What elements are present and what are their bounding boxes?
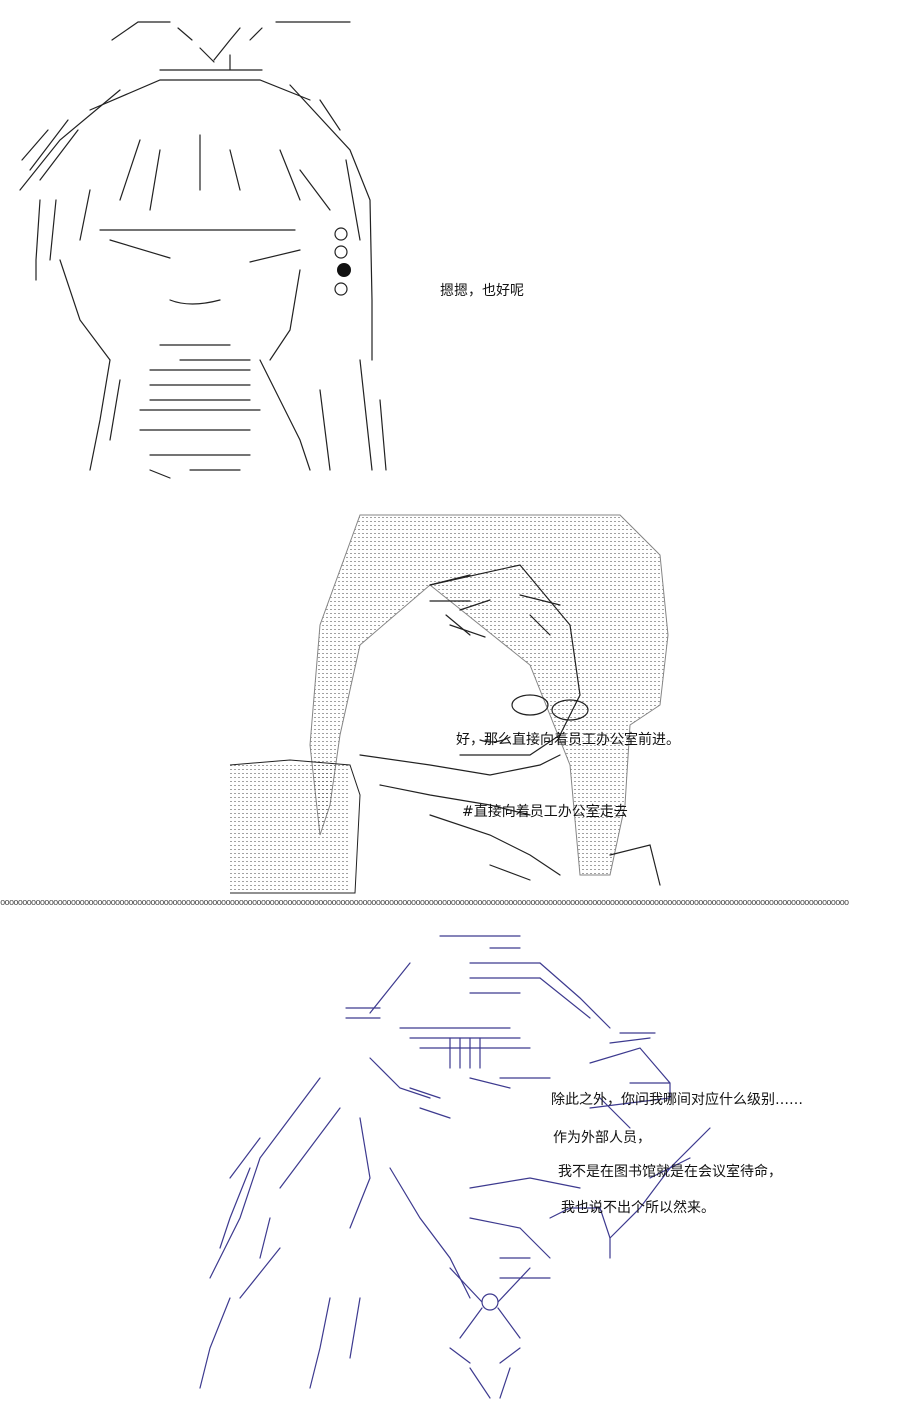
panel-separator: oooooooooooooooooooooooooooooooooooooooo… — [0, 898, 849, 908]
character-art-panel-2 — [229, 514, 669, 894]
panel-2: 好，那么直接向着员工办公室前进。 #直接向着员工办公室走去 — [0, 505, 900, 895]
dialogue-line: 除此之外，你问我哪间对应什么级别…… — [551, 1092, 803, 1108]
panel-1: 摁摁，也好呢 — [0, 0, 900, 490]
dialogue-line: 好，那么直接向着员工办公室前进。 — [456, 732, 680, 748]
character-art-panel-3 — [199, 935, 711, 1399]
dialogue-line: 我也说不出个所以然来。 — [561, 1200, 715, 1216]
character-art-panel-1 — [19, 21, 387, 479]
dialogue-line: 作为外部人员， — [553, 1130, 651, 1146]
action-note: #直接向着员工办公室走去 — [462, 804, 628, 820]
dialogue-line: 摁摁，也好呢 — [440, 283, 524, 299]
panel-3: 除此之外，你问我哪间对应什么级别…… 作为外部人员， 我不是在图书馆就是在会议室… — [0, 918, 900, 1405]
dialogue-line: 我不是在图书馆就是在会议室待命， — [558, 1164, 782, 1180]
